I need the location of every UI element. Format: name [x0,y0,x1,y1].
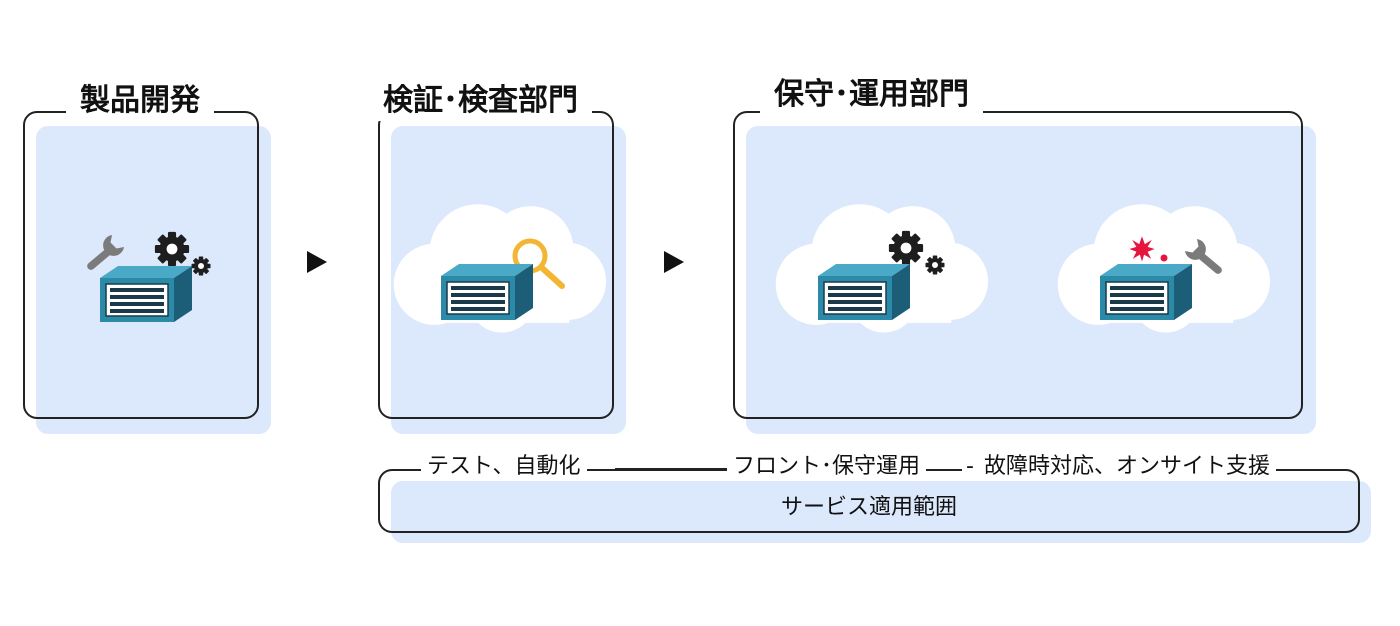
small-alert-dot-icon [1160,254,1168,262]
scope-connector-line [615,468,727,470]
scope-caption-fault: 故障時対応、オンサイト支援 [978,453,1277,481]
alert-burst-icon [1129,236,1155,262]
flow-arrow-2 [664,251,684,273]
scope-caption-test: テスト、自動化 [421,453,587,481]
small-gear-icon [191,256,211,276]
stage-frame-maintenance [733,111,1303,419]
server-icon [441,264,533,321]
gear-icon [154,231,190,267]
server-icon [100,266,192,323]
stage-frame-development [23,111,259,419]
scope-dash: - [962,453,978,481]
gear-icon [888,230,924,266]
scope-caption-front: フロント･保守運用 [727,453,927,481]
stage-title-development: 製品開発 [66,81,214,121]
flow-arrow-1 [307,251,327,273]
small-gear-icon [925,255,945,275]
stage-title-maintenance: 保守･運用部門 [760,75,983,125]
server-icon [1100,264,1192,321]
stage-title-verification: 検証･検査部門 [369,81,592,121]
scope-label: サービス適用範囲 [780,495,957,520]
server-icon [818,264,910,321]
